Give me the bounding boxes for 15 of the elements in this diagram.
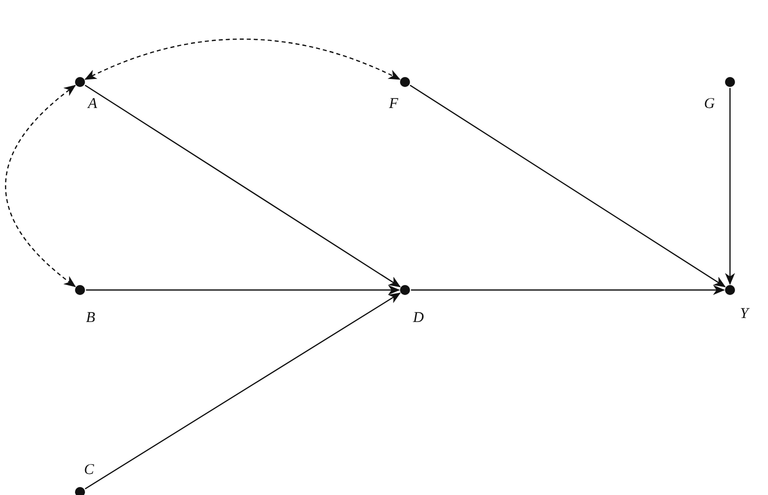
dashed-arrow bbox=[84, 38, 401, 80]
arrow bbox=[84, 84, 401, 288]
arrow bbox=[86, 285, 400, 295]
arrow bbox=[410, 84, 726, 288]
arrow bbox=[84, 292, 401, 490]
node-label: B bbox=[86, 310, 96, 326]
arrow bbox=[411, 285, 725, 295]
arrow bbox=[725, 88, 735, 285]
node-label: F bbox=[389, 96, 398, 112]
node-label: A bbox=[88, 96, 98, 112]
dashed-arrow bbox=[5, 84, 76, 288]
node-label: G bbox=[704, 96, 715, 112]
node-label: Y bbox=[740, 306, 748, 322]
node-label: C bbox=[84, 462, 94, 478]
node-label: D bbox=[413, 310, 424, 326]
